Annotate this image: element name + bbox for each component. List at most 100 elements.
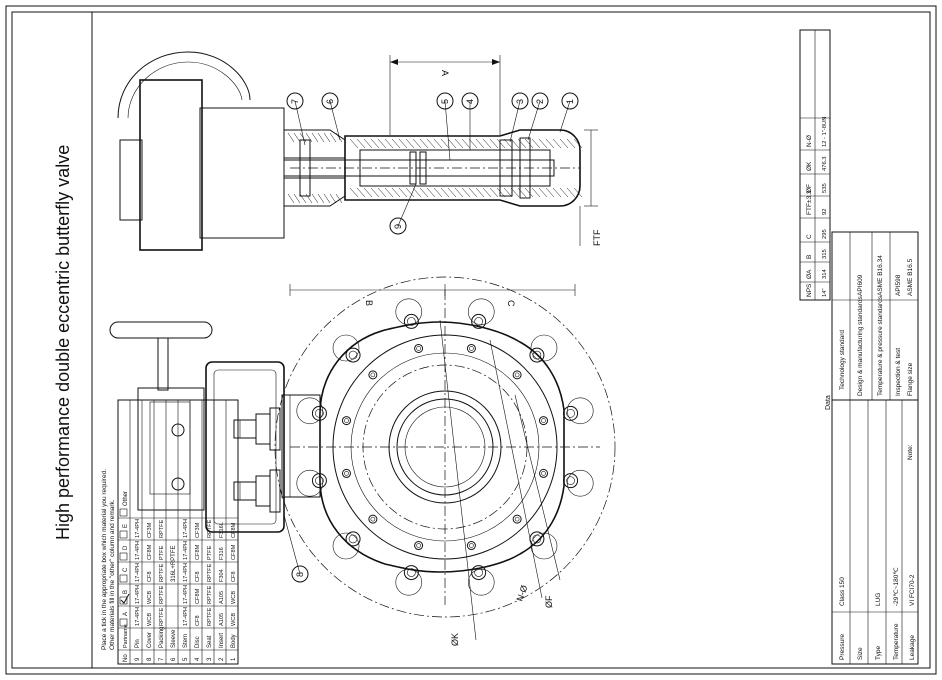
lug-hole-icon — [311, 473, 327, 489]
dim-a-label: A — [440, 70, 450, 76]
dim-value: 92 — [822, 209, 828, 215]
mat-row-value: RPTFE — [207, 585, 213, 604]
mat-row-value: WCB — [147, 613, 153, 626]
mat-row-no: 8 — [147, 657, 153, 661]
lug-boss — [332, 334, 360, 362]
callout-balloon — [561, 92, 579, 110]
gearbox — [205, 361, 285, 533]
valve-front-view — [109, 276, 616, 641]
data-value: Class 150 — [839, 577, 846, 606]
mat-option-label: A — [123, 612, 129, 616]
callout-balloon — [511, 92, 529, 110]
data-label: Pressure — [839, 634, 846, 660]
mat-row-no: 9 — [135, 657, 141, 661]
stem — [283, 159, 555, 177]
mat-row-value: RPTFE — [159, 519, 165, 538]
data-label: Leakage — [909, 635, 916, 660]
bolt-circle-outer — [274, 276, 616, 618]
callout-number: 1 — [565, 99, 575, 104]
mat-row-value: PTFE — [159, 545, 165, 560]
mat-option-label: B — [123, 590, 129, 594]
gearbox-bolts — [233, 407, 281, 513]
mat-row-value: PTFE — [207, 545, 213, 560]
handwheel — [117, 51, 251, 119]
insert — [519, 137, 531, 199]
option-checkbox[interactable] — [119, 530, 128, 539]
mat-row-value: 17-4PH — [135, 607, 141, 626]
data-value: LUG — [875, 593, 882, 606]
mat-row-value: 17-4PH — [183, 519, 189, 538]
mat-row-value: RPTFE — [159, 563, 165, 582]
callout-balloon — [286, 92, 304, 110]
gearbox-housing — [137, 387, 205, 511]
tech-label: Design & manufacturing standards — [857, 296, 864, 396]
callout-number: 4 — [465, 99, 475, 104]
callout-balloon — [389, 217, 407, 235]
dim-value: 476.3 — [822, 156, 828, 171]
mat-row-value: 17-4PH — [135, 541, 141, 560]
callout-number: 2 — [535, 99, 545, 104]
bolt-hole-icon — [466, 541, 476, 551]
gear-housing — [139, 79, 203, 251]
mat-row-value: CF3M — [195, 522, 201, 538]
mounting-bracket — [199, 107, 285, 239]
lug-hole-icon — [345, 531, 361, 547]
mat-row-merged: 316L+RPTFE — [171, 545, 177, 582]
section-hatching — [287, 132, 583, 204]
mat-row-value: CF8M — [231, 522, 237, 538]
handwheel-shaft — [157, 337, 169, 391]
dim-value: 14" — [822, 288, 828, 297]
option-checkbox[interactable] — [119, 508, 128, 517]
option-checkbox[interactable] — [119, 552, 128, 561]
option-checkbox[interactable] — [119, 574, 128, 583]
dim-header: ØK — [806, 161, 813, 171]
dimensions-table: NPSØABCFTF±3.3ØFØKN-Ø14"3143152959253547… — [799, 29, 831, 301]
mat-option-label: Other — [123, 491, 129, 506]
pin — [409, 151, 417, 185]
mat-row-value: 17-4PH — [135, 563, 141, 582]
lug-boss — [530, 334, 558, 362]
dim-header: NPS — [806, 283, 813, 297]
mat-row-part: Body — [231, 634, 237, 648]
lug-hole-icon — [529, 347, 545, 363]
lug-hole-icon — [403, 313, 419, 329]
option-checkbox[interactable] — [119, 596, 128, 605]
dim-value: 314 — [822, 269, 828, 279]
lug-hole-icon — [403, 565, 419, 581]
lug-hole-icon — [471, 565, 487, 581]
bolt-holes — [311, 313, 579, 581]
mat-row-value: RPTFE — [207, 563, 213, 582]
mat-row-value: CF8M — [195, 544, 201, 560]
mat-row-no: 4 — [195, 657, 201, 661]
option-checkbox[interactable] — [119, 618, 128, 627]
lug-boss — [530, 532, 558, 560]
callout-balloon — [321, 92, 339, 110]
mat-row-part: Insert — [219, 633, 225, 648]
callout-balloon — [531, 92, 549, 110]
dim-value: 535 — [822, 183, 828, 193]
data-label: Size — [857, 647, 864, 660]
bolt-hole-icon — [341, 416, 351, 426]
callout-balloon — [291, 565, 309, 583]
bolt-hole-icon — [539, 416, 549, 426]
tech-value: API609 — [857, 274, 864, 296]
lug-hole-icon — [345, 347, 361, 363]
mat-row-value: F316 — [219, 547, 225, 560]
mat-row-part: Cover — [147, 632, 153, 648]
materials-table: NoPartnameABCDEOther9Pin17-4PH17-4PH17-4… — [117, 399, 239, 665]
mat-row-value: A105 — [219, 613, 225, 626]
mat-row-part: Disc — [195, 636, 201, 648]
valve-neck — [281, 394, 321, 498]
dimension-labels: A B C FTF ØK ØF N-Ø — [364, 70, 602, 646]
mat-row-value: CF3M — [147, 522, 153, 538]
dim-nphi-label: N-Ø — [514, 584, 529, 603]
bolt-hole-icon — [414, 343, 424, 353]
mat-row-part: Seat — [207, 635, 213, 648]
mat-row-value: 17-4PH — [183, 541, 189, 560]
mat-row-value: RPTFE — [159, 607, 165, 626]
bolt-hole-icon — [368, 514, 378, 524]
bolt-hole-icon — [512, 370, 522, 380]
dim-header: B — [806, 255, 813, 259]
